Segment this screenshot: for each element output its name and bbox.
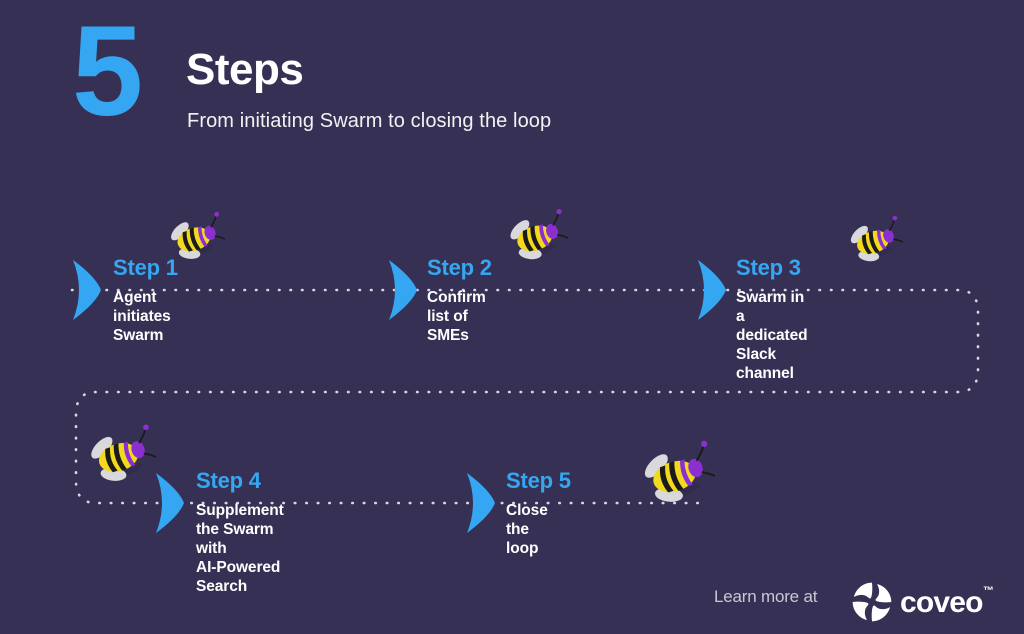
learn-more-label: Learn more at [714,587,818,606]
headline-number: 5 [72,0,143,143]
step-5-description: Close the loop [506,502,548,557]
step-4-description: Supplement the Swarm with AI-Powered Sea… [196,502,284,595]
step-3-description: Swarm in a dedicated Slack channel [736,289,808,382]
bee-icon-3 [845,213,903,271]
step-5-title: Step 5 [506,468,571,493]
bee-icon-1 [165,209,225,269]
step-3-arrow-icon [697,259,727,321]
bee-icon-5 [637,437,715,515]
page-subtitle: From initiating Swarm to closing the loo… [187,110,552,132]
bee-icon-4 [84,421,156,493]
coveo-wordmark: coveo [900,586,984,619]
trademark-symbol: ™ [983,585,994,597]
step-4-arrow-icon [155,472,185,534]
step-2-arrow-icon [388,259,418,321]
bee-icon-2 [504,206,568,270]
step-3-title: Step 3 [736,255,801,280]
coveo-logo-icon [852,582,892,622]
page-title: Steps [186,45,304,94]
step-2-description: Confirm list of SMEs [427,289,486,344]
step-2-title: Step 2 [427,255,492,280]
step-1-title: Step 1 [113,255,178,280]
step-4-title: Step 4 [196,468,261,493]
step-1-arrow-icon [72,259,102,321]
step-1-description: Agent initiates Swarm [113,289,171,344]
step-5-arrow-icon [466,472,496,534]
